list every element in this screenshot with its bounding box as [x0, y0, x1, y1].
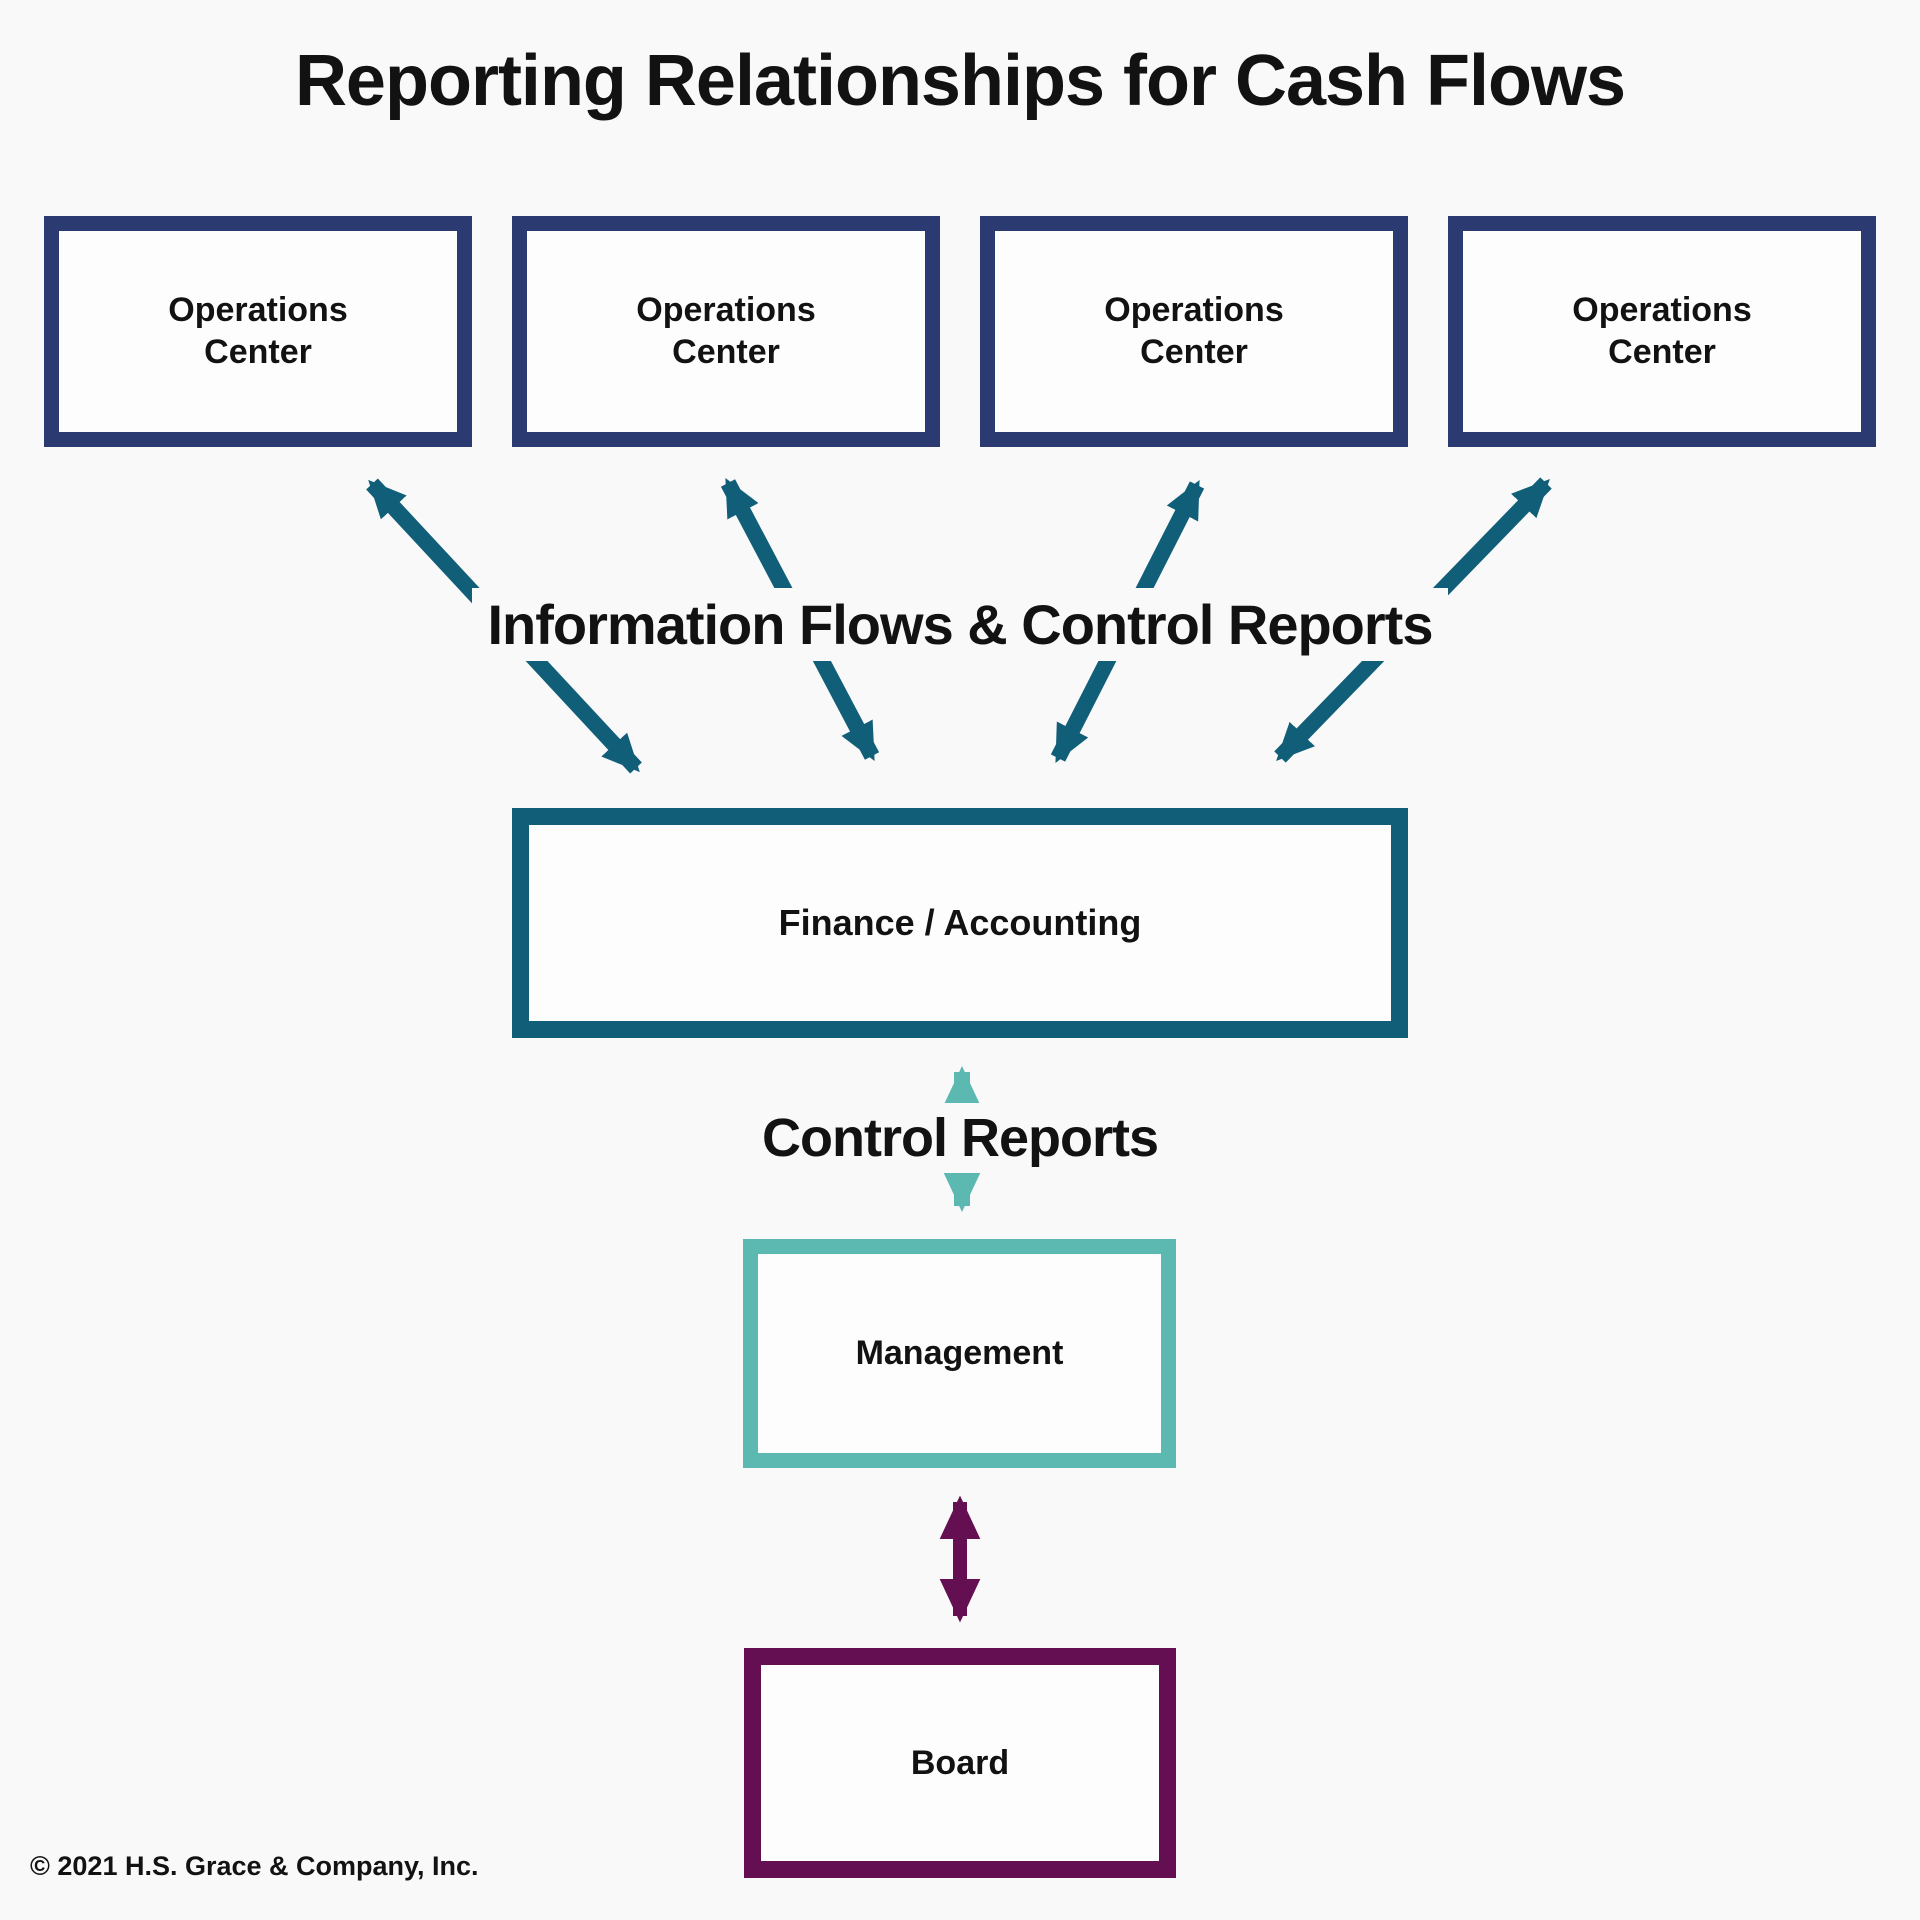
- operations-center-label-2: Operations Center: [636, 291, 816, 371]
- operations-center-label-3: Operations Center: [1104, 291, 1284, 371]
- board-box: Board: [744, 1648, 1176, 1878]
- operations-center-label-1: Operations Center: [168, 291, 348, 371]
- management-label: Management: [855, 1334, 1064, 1372]
- copyright-text: © 2021 H.S. Grace & Company, Inc.: [30, 1851, 479, 1881]
- page-title: Reporting Relationships for Cash Flows: [294, 41, 1626, 121]
- finance-accounting-box: Finance / Accounting: [512, 808, 1408, 1038]
- control-reports-label-wrap: Control Reports: [0, 1103, 1920, 1173]
- management-box: Management: [743, 1239, 1176, 1468]
- operations-center-box-4: Operations Center: [1448, 216, 1876, 447]
- board-label: Board: [910, 1743, 1010, 1782]
- information-flows-label: Information Flows & Control Reports: [471, 588, 1449, 661]
- finance-accounting-label: Finance / Accounting: [778, 902, 1142, 943]
- operations-center-box-3: Operations Center: [980, 216, 1408, 447]
- operations-center-label-4: Operations Center: [1572, 291, 1752, 371]
- information-flows-label-wrap: Information Flows & Control Reports: [0, 588, 1920, 661]
- operations-center-box-1: Operations Center: [44, 216, 472, 447]
- control-reports-label: Control Reports: [746, 1103, 1174, 1173]
- operations-center-box-2: Operations Center: [512, 216, 940, 447]
